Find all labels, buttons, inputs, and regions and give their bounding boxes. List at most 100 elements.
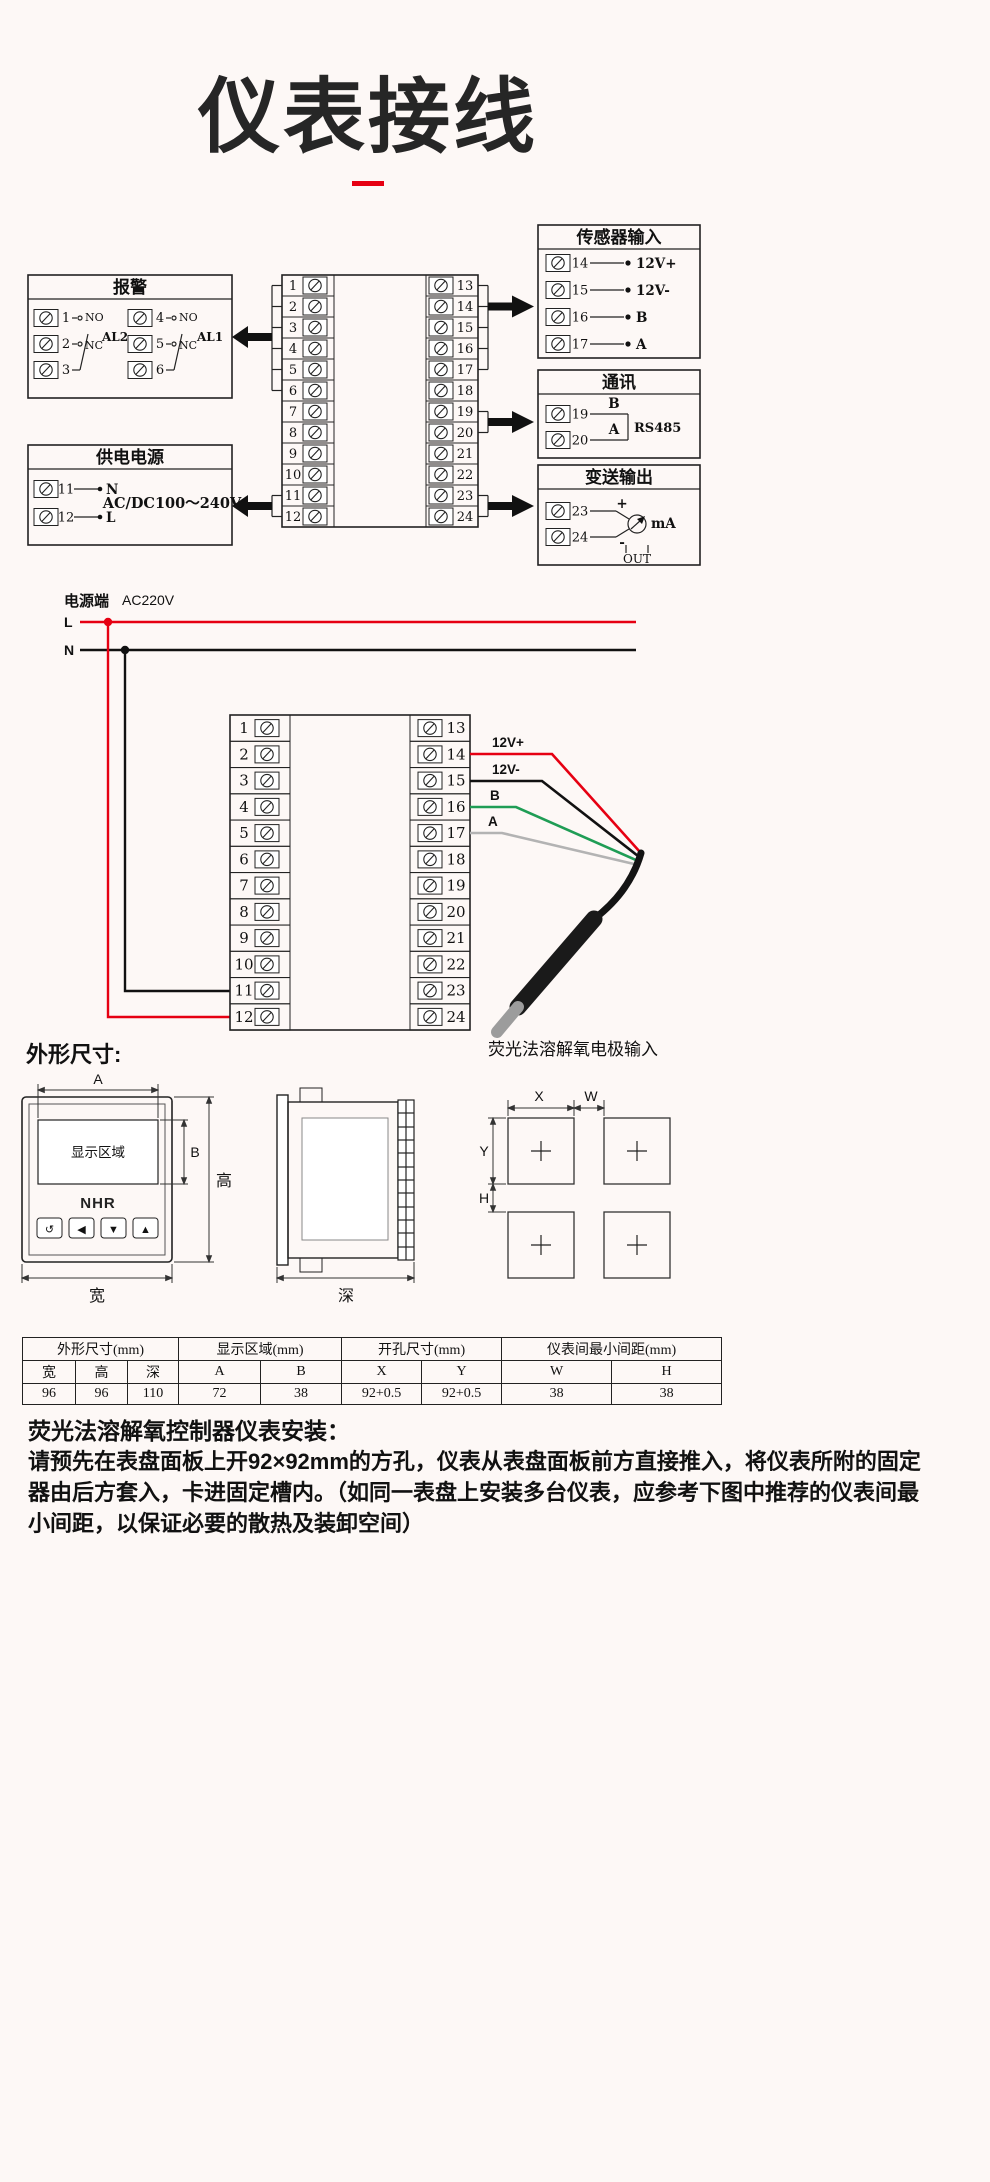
screw-icon — [302, 444, 328, 463]
svg-text:24: 24 — [572, 531, 589, 546]
svg-text:22: 22 — [446, 955, 465, 973]
connection-arrow — [232, 326, 272, 348]
up-button — [132, 1217, 159, 1239]
svg-text:15: 15 — [572, 284, 589, 299]
dim-depth: 深 — [275, 1262, 416, 1305]
svg-text:1: 1 — [239, 719, 249, 737]
screw-icon — [127, 360, 153, 380]
alarm-box-title: 报警 — [113, 277, 147, 298]
table-header-cell: 外形尺寸(mm) — [21, 1337, 180, 1361]
svg-text:15: 15 — [457, 321, 474, 336]
down-button — [100, 1217, 127, 1239]
svg-text:AL2: AL2 — [101, 330, 128, 344]
svg-text:Y: Y — [479, 1143, 489, 1159]
mains-lines: 电源端 AC220V L N — [64, 592, 636, 1019]
terminal-strip: 1 2 3 4 5 6 7 8 9 10 11 12 13 14 15 16 1… — [281, 274, 479, 528]
screw-icon — [417, 929, 443, 948]
comm-box-title: 通讯 — [602, 373, 636, 393]
svg-text:24: 24 — [446, 1008, 465, 1026]
svg-text:A: A — [93, 1071, 103, 1087]
terminal-cell: 9 — [229, 924, 291, 952]
screw-icon — [417, 797, 443, 816]
terminal-cell: 24 — [425, 505, 479, 528]
screw-icon — [302, 297, 328, 316]
table-cell: 宽 — [22, 1360, 76, 1384]
terminal-cell: 23 — [409, 977, 471, 1005]
wire-12v-plus: 12V+ — [470, 735, 641, 853]
svg-text:A: A — [488, 814, 498, 829]
screw-icon — [428, 423, 454, 442]
svg-text:NC: NC — [179, 339, 197, 352]
svg-text:NC: NC — [85, 339, 103, 352]
table-cell: H — [611, 1360, 723, 1384]
screw-icon — [302, 360, 328, 379]
terminal-cell: 23 — [425, 484, 479, 507]
screw-icon — [417, 1007, 443, 1026]
terminal-cell: 18 — [409, 845, 471, 874]
screw-icon — [428, 339, 454, 358]
screw-icon — [428, 402, 454, 421]
screw-icon — [254, 797, 280, 816]
connection-arrow — [488, 411, 534, 433]
screw-icon — [417, 876, 443, 895]
screw-icon — [428, 360, 454, 379]
terminal-cell: 17 — [409, 819, 471, 847]
terminal-cell: 6 — [281, 379, 335, 402]
sensor-box-title: 传感器输入 — [576, 227, 662, 248]
svg-text:17: 17 — [446, 824, 465, 842]
dimensions-section-title: 外形尺寸: — [26, 1042, 121, 1067]
svg-text:12V+: 12V+ — [636, 256, 677, 272]
terminal-cell: 15 — [425, 316, 479, 339]
sensor-input-box: 传感器输入 14 12V+ 15 12V- 16 B 17 A — [537, 224, 701, 359]
terminal-cell: 3 — [229, 767, 291, 795]
svg-text:19: 19 — [446, 877, 465, 895]
svg-text:5: 5 — [156, 337, 164, 352]
terminal-cell: 4 — [229, 793, 291, 821]
terminal-cell: 10 — [229, 950, 291, 979]
table-cell: 高 — [75, 1360, 128, 1384]
center-mark — [531, 1141, 551, 1161]
dim-height: 高 — [174, 1095, 232, 1264]
svg-text:5: 5 — [289, 363, 297, 378]
terminal-cell: 5 — [229, 819, 291, 847]
screw-icon — [417, 771, 443, 790]
svg-text:6: 6 — [156, 363, 164, 378]
svg-text:23: 23 — [446, 982, 465, 1000]
screw-icon — [417, 719, 443, 738]
screw-icon — [254, 719, 280, 738]
screw-icon — [254, 1007, 280, 1026]
svg-text:AL1: AL1 — [196, 330, 223, 344]
dim-x: X — [506, 1088, 576, 1116]
table-header-cell: 显示区域(mm) — [178, 1337, 343, 1361]
screw-icon — [417, 745, 443, 764]
svg-text:7: 7 — [239, 877, 249, 895]
svg-text:13: 13 — [446, 719, 465, 737]
terminal-cell: 8 — [281, 421, 335, 444]
terminal-cell: 7 — [281, 400, 335, 423]
screw-icon — [302, 318, 328, 337]
svg-text:B: B — [636, 310, 647, 326]
terminal-cell: 14 — [425, 295, 479, 318]
dim-y: Y — [479, 1116, 506, 1186]
table-cell: 96 — [22, 1383, 76, 1405]
svg-text:2: 2 — [289, 300, 297, 315]
table-cell: 110 — [126, 1383, 180, 1405]
svg-text:4: 4 — [156, 311, 164, 326]
terminal-cell: 11 — [281, 484, 335, 507]
terminal-cell: 22 — [409, 950, 471, 979]
center-mark — [627, 1235, 647, 1255]
terminal-cell: 11 — [229, 977, 291, 1005]
screw-icon — [545, 280, 571, 300]
live-feed-wire — [106, 622, 230, 1019]
terminal-wiring-diagram: 报警 1 2 3 NO NC AL2 4 5 6 NO NC AL1 供电电源 … — [27, 224, 701, 566]
screw-icon — [428, 381, 454, 400]
svg-text:12V+: 12V+ — [492, 735, 524, 750]
shift-button — [68, 1217, 95, 1239]
svg-text:12: 12 — [58, 511, 75, 526]
svg-text:18: 18 — [457, 384, 474, 399]
terminal-cell: 6 — [229, 845, 291, 874]
svg-text:3: 3 — [239, 772, 249, 790]
svg-text:11: 11 — [234, 982, 253, 1000]
svg-text:2: 2 — [239, 745, 249, 763]
svg-text:B: B — [608, 396, 619, 412]
